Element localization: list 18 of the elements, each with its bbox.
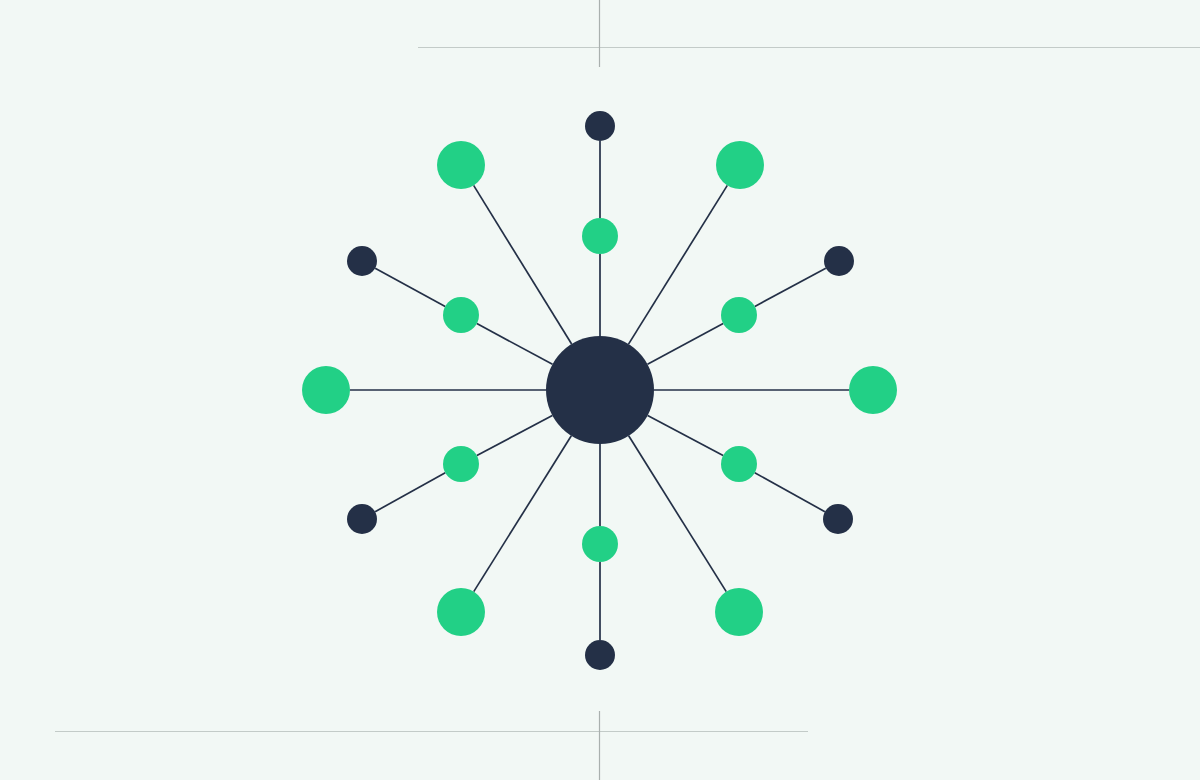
connector-line: [599, 443, 601, 527]
connector-line: [754, 267, 827, 308]
connector-line: [753, 471, 826, 513]
connector-line: [472, 184, 573, 345]
connector-line: [374, 471, 447, 513]
connector-line: [599, 561, 601, 641]
connector-line: [472, 434, 573, 593]
connector-line: [476, 414, 554, 457]
connector-line: [653, 389, 850, 391]
connector-line: [349, 389, 547, 391]
connector-line: [599, 140, 601, 219]
connector-line: [646, 322, 724, 366]
connector-line: [627, 434, 728, 593]
connector-line: [627, 184, 729, 345]
connector-line: [599, 253, 601, 337]
connector-line: [646, 414, 724, 457]
connector-line: [476, 322, 554, 366]
connector-line: [374, 267, 447, 308]
